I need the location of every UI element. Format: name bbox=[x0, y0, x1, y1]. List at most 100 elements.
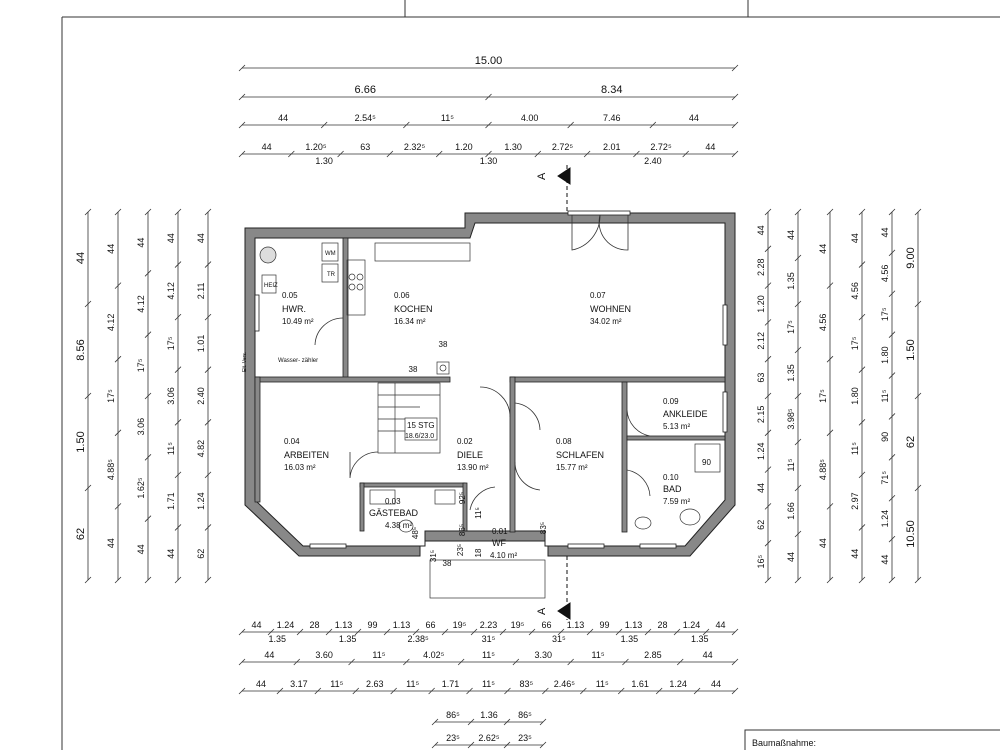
dimension-label: 2.40 bbox=[196, 387, 206, 405]
dimension-label: 99 bbox=[367, 620, 377, 630]
dimension-label: 62 bbox=[905, 436, 917, 448]
heiz-label: HEIZ bbox=[264, 283, 278, 289]
dimension-lines bbox=[84, 64, 922, 749]
dimension-line bbox=[238, 64, 246, 72]
title-block-label: Baumaßnahme: bbox=[752, 738, 817, 748]
dimension-line bbox=[337, 150, 344, 158]
dimension-line bbox=[826, 429, 834, 437]
room-area: 13.90 m² bbox=[457, 463, 489, 472]
dimension-label: 2.32⁵ bbox=[404, 142, 426, 152]
dimension-label: 11⁵ bbox=[880, 389, 890, 402]
dimension-line bbox=[288, 150, 295, 158]
dimension-line bbox=[542, 687, 549, 695]
dimension-line bbox=[412, 628, 420, 636]
dimension-line bbox=[114, 503, 122, 510]
dimension-line bbox=[731, 658, 739, 666]
dimension-label: 4.12 bbox=[136, 295, 146, 313]
dimension-label: 44 bbox=[251, 620, 261, 630]
dimension-label: 71⁵ bbox=[880, 471, 890, 485]
dimension-label: 1.20 bbox=[756, 295, 766, 313]
dimension-label: 4.56 bbox=[850, 282, 860, 300]
dimension-label: 3.17 bbox=[290, 679, 308, 689]
dimension-label: 44 bbox=[75, 252, 87, 264]
dimension-label: 44 bbox=[136, 544, 146, 554]
dimension-line bbox=[174, 471, 182, 479]
dimension-label: 44 bbox=[756, 225, 766, 235]
room-number: 0.01 bbox=[492, 527, 508, 536]
dimension-label: 92⁵ bbox=[458, 492, 467, 504]
dimension-line bbox=[238, 121, 246, 129]
dimension-line bbox=[485, 121, 492, 129]
dimension-line bbox=[539, 741, 547, 749]
dimension-line bbox=[858, 419, 866, 426]
dimension-line bbox=[403, 658, 410, 666]
dimension-label: 2.38⁵ bbox=[407, 634, 429, 644]
dimension-label: 11⁵ bbox=[372, 650, 385, 660]
dimension-label: 19⁵ bbox=[511, 620, 525, 630]
room-name: DIELE bbox=[457, 450, 483, 460]
dimension-line bbox=[888, 576, 896, 584]
dimension-label: 86⁵ bbox=[446, 710, 460, 720]
dimension-line bbox=[435, 150, 443, 158]
dimension-line bbox=[504, 687, 511, 695]
dimension-line bbox=[858, 471, 866, 479]
dimension-line bbox=[174, 419, 182, 426]
dimension-line bbox=[731, 93, 739, 101]
dimension-label: 3.06 bbox=[166, 387, 176, 405]
dimension-label: 11⁵ bbox=[166, 442, 176, 455]
dimension-line bbox=[314, 687, 322, 695]
dimension-line bbox=[144, 331, 152, 338]
dimension-label: 31⁵ bbox=[552, 634, 566, 644]
dimension-line bbox=[204, 208, 212, 216]
dimension-label: 66 bbox=[425, 620, 435, 630]
dimension-line bbox=[84, 392, 92, 400]
dimension-label: 11⁵ bbox=[441, 113, 454, 123]
room-area: 7.59 m² bbox=[663, 497, 690, 506]
dimension-line bbox=[204, 261, 212, 268]
dimension-line bbox=[238, 687, 246, 695]
dimension-label: 48⁵ bbox=[411, 527, 420, 539]
dimension-label: 1.35 bbox=[691, 634, 709, 644]
dimension-line bbox=[431, 718, 439, 726]
dimension-line bbox=[114, 282, 122, 289]
dimension-line bbox=[764, 576, 772, 584]
dimension-label: 38 bbox=[443, 559, 452, 568]
dimension-line bbox=[673, 628, 681, 636]
room-area: 16.34 m² bbox=[394, 317, 426, 326]
dimension-label: 17⁵ bbox=[136, 358, 146, 372]
dimension-label: 62 bbox=[196, 549, 206, 559]
dimension-line bbox=[512, 658, 520, 666]
dimension-label: 1.24 bbox=[196, 492, 206, 510]
dimension-label: 11⁵ bbox=[482, 650, 495, 660]
dimension-label: 1.80 bbox=[880, 346, 890, 364]
dimension-label: 1.50 bbox=[75, 431, 87, 452]
dimension-label: 2.54⁵ bbox=[355, 113, 377, 123]
dimension-line bbox=[888, 454, 896, 461]
dimension-label: 38 bbox=[439, 340, 448, 349]
interior-walls bbox=[254, 237, 726, 533]
dimension-line bbox=[204, 471, 212, 479]
dimension-line bbox=[622, 658, 629, 666]
dimension-line bbox=[858, 524, 866, 531]
dimension-line bbox=[174, 524, 182, 531]
dimension-line bbox=[84, 484, 92, 492]
dimension-line bbox=[682, 150, 689, 158]
dimension-label: 4.82 bbox=[196, 440, 206, 458]
dimension-line bbox=[655, 687, 663, 695]
dimension-label: 86⁵ bbox=[458, 524, 467, 536]
dimension-line bbox=[826, 282, 834, 289]
room-area: 4.38 m² bbox=[385, 521, 412, 530]
room-area: 10.49 m² bbox=[282, 317, 314, 326]
dimension-label: 44 bbox=[705, 142, 715, 152]
dimension-label: 1.35 bbox=[621, 634, 639, 644]
room-name: WOHNEN bbox=[590, 304, 631, 314]
dimension-line bbox=[84, 576, 92, 584]
dimension-line bbox=[457, 658, 465, 666]
dimension-label: 4.56 bbox=[880, 265, 890, 283]
dimension-line bbox=[534, 150, 542, 158]
room-number: 0.08 bbox=[556, 437, 572, 446]
dimension-label: 63 bbox=[360, 142, 370, 152]
dimension-line bbox=[826, 208, 834, 216]
dimension-line bbox=[702, 628, 710, 636]
